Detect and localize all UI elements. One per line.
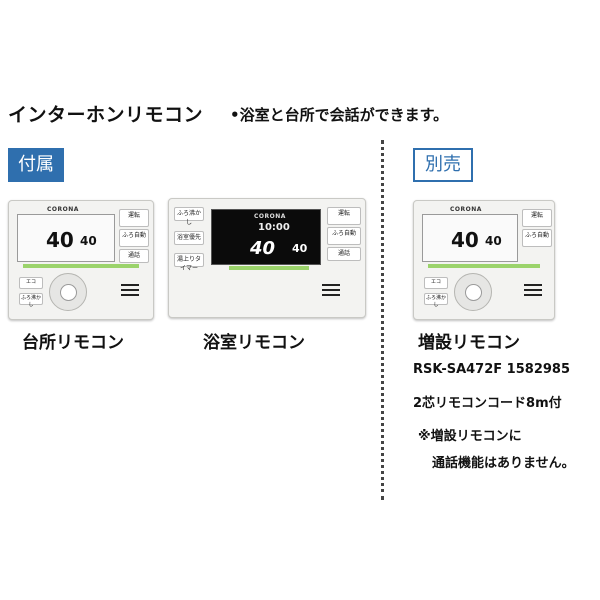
bath-power-button: 運転 <box>327 207 361 225</box>
kitchen-display: 40 40 <box>17 214 115 262</box>
bath-menu-icon <box>322 281 340 299</box>
kitchen-auto-button: ふろ自動 <box>119 229 149 247</box>
bath-display: CORONA 10:00 40 40 <box>211 209 321 265</box>
kitchen-dpad-center <box>60 284 77 301</box>
extension-status-bar <box>428 264 540 268</box>
section-divider <box>381 140 384 500</box>
bath-timer-button: 湯上りタイマー <box>174 253 204 272</box>
bath-bath-boil-button: ふろ沸かし <box>174 207 204 226</box>
bath-temp-main: 40 <box>250 238 276 259</box>
kitchen-power-button: 運転 <box>119 209 149 227</box>
bath-auto-button: ふろ自動 <box>327 227 361 245</box>
kitchen-talk-button: 通話 <box>119 249 149 263</box>
page-title: インターホンリモコン <box>8 104 204 126</box>
extension-bath-boil-button: ふろ沸かし <box>424 293 448 308</box>
extension-auto-button: ふろ自動 <box>522 229 552 247</box>
bath-remote-label: 浴室リモコン <box>203 333 305 353</box>
extension-temp-sub: 40 <box>485 234 502 248</box>
kitchen-dpad <box>49 273 87 311</box>
bath-brand: CORONA <box>254 213 286 220</box>
feature-note: •浴室と台所で会話ができます。 <box>230 106 449 124</box>
extension-remote-image: CORONA 40 40 運転 ふろ自動 エコ ふろ沸かし <box>413 200 555 320</box>
extension-menu-icon <box>524 281 542 299</box>
kitchen-menu-icon <box>121 281 139 299</box>
kitchen-remote-label: 台所リモコン <box>22 333 124 353</box>
extension-power-button: 運転 <box>522 209 552 227</box>
extension-note-line1: ※増設リモコンに <box>418 429 522 444</box>
kitchen-status-bar <box>23 264 139 268</box>
extension-brand: CORONA <box>450 206 482 213</box>
kitchen-temp-main: 40 <box>46 228 74 252</box>
included-badge: 付属 <box>8 148 64 182</box>
extension-cord-info: 2芯リモコンコード8m付 <box>413 396 562 411</box>
bath-talk-button: 通話 <box>327 247 361 261</box>
extension-dpad-center <box>465 284 482 301</box>
sold-separately-badge: 別売 <box>413 148 473 182</box>
kitchen-brand: CORONA <box>47 206 79 213</box>
bath-status-bar <box>229 266 309 270</box>
kitchen-remote-image: CORONA 40 40 運転 ふろ自動 通話 エコ ふろ沸かし <box>8 200 154 320</box>
extension-temp-main: 40 <box>451 228 479 252</box>
extension-model-number: RSK-SA472F 1582985 <box>413 362 570 377</box>
extension-eco-button: エコ <box>424 277 448 289</box>
bath-priority-button: 浴室優先 <box>174 231 204 245</box>
bath-remote-image: ふろ沸かし 浴室優先 湯上りタイマー CORONA 10:00 40 40 運転… <box>168 198 366 318</box>
extension-dpad <box>454 273 492 311</box>
kitchen-temp-sub: 40 <box>80 234 97 248</box>
extension-remote-label: 増設リモコン <box>418 333 520 353</box>
extension-display: 40 40 <box>422 214 518 262</box>
kitchen-bath-boil-button: ふろ沸かし <box>19 293 43 308</box>
extension-note-line2: 通話機能はありません。 <box>432 456 575 471</box>
kitchen-eco-button: エコ <box>19 277 43 289</box>
bath-temp-sub: 40 <box>292 242 308 255</box>
bath-time: 10:00 <box>258 222 290 233</box>
